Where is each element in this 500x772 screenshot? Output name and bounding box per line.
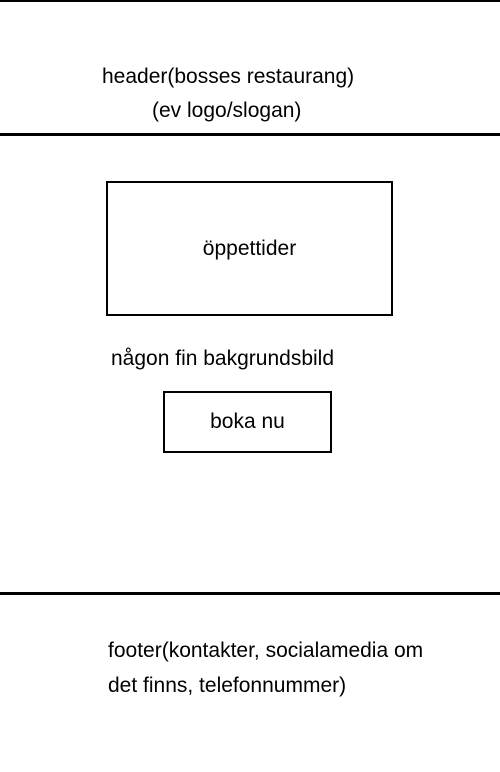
header-label: header(bosses restaurang) xyxy=(102,65,355,88)
opening-hours-box: öppettider xyxy=(106,181,393,316)
header-divider xyxy=(0,133,500,136)
top-border-line xyxy=(0,0,500,2)
footer-label-line1: footer(kontakter, socialamedia om xyxy=(108,639,424,662)
book-now-button[interactable]: boka nu xyxy=(163,391,332,453)
background-image-note: någon fin bakgrundsbild xyxy=(111,347,335,370)
footer-divider xyxy=(0,592,500,595)
footer-label-line2: det finns, telefonnummer) xyxy=(108,674,347,697)
book-now-label: boka nu xyxy=(210,410,285,433)
opening-hours-label: öppettider xyxy=(202,236,297,260)
header-logo-note: (ev logo/slogan) xyxy=(152,99,302,122)
